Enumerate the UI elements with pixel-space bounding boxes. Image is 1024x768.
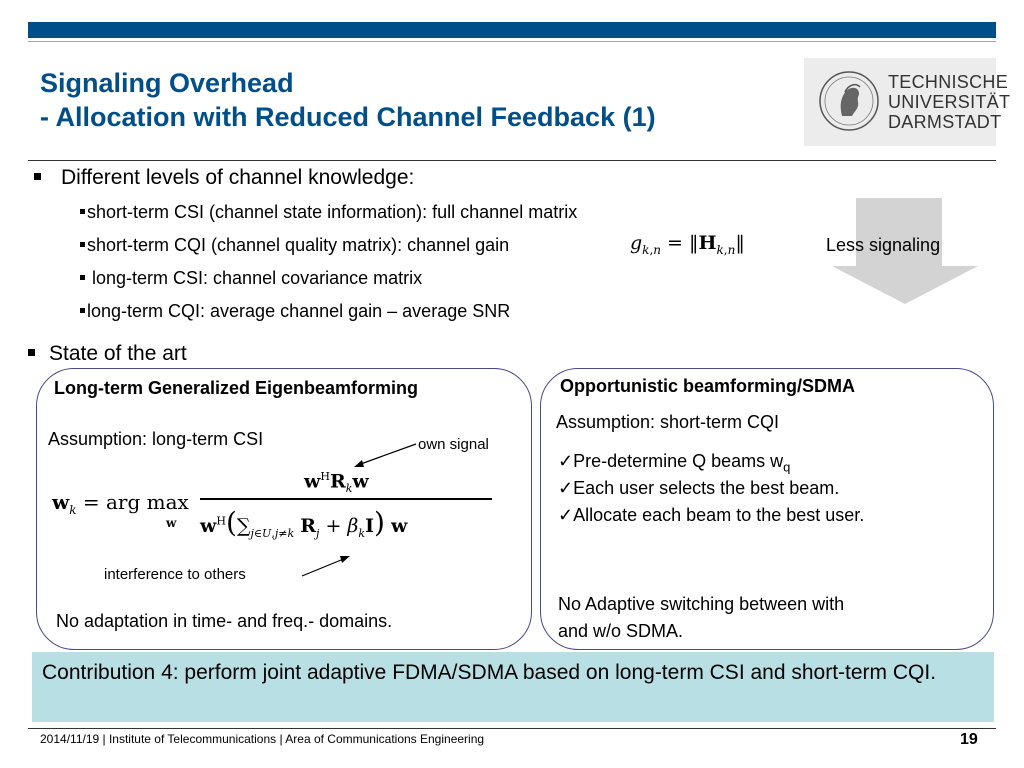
eigenbeamforming-equation: wk = arg max w wHRkw wH(∑j∈U,j≠k Rj + βk… [48,470,500,550]
state-heading: State of the art [49,342,187,365]
levels-bullet: Different levels of channel knowledge: [34,166,414,190]
level-item: long-term CSI: channel covariance matrix [80,268,422,289]
own-signal-label: own signal [418,436,489,453]
down-arrow-icon [832,198,978,304]
right-box-title: Opportunistic beamforming/SDMA [560,376,856,396]
level-item-text: short-term CSI (channel state informatio… [87,202,578,222]
check-item-text: Each user selects the best beam. [573,478,840,498]
square-bullet-icon [28,348,35,356]
footer-rule [28,728,996,729]
interference-label: interference to others [104,566,246,583]
contribution-text: Contribution 4: perform joint adaptive F… [42,661,937,684]
beam-subscript: q [783,459,791,475]
left-assumption: Assumption: long-term CSI [48,429,264,449]
square-bullet-icon [80,208,85,214]
no-adaptation-text: No adaptation in time- and freq.- domain… [56,611,393,631]
levels-heading: Different levels of channel knowledge: [61,166,415,189]
check-icon: ✓ [558,505,574,525]
university-name: TECHNISCHE UNIVERSITÄT DARMSTADT [888,72,1010,132]
footer-info: 2014/11/19 | Institute of Telecommunicat… [40,732,485,746]
check-item-text: Pre-determine Q beams w [573,451,784,471]
contribution-box: Contribution 4: perform joint adaptive F… [32,652,994,722]
check-item: ✓Pre-determine Q beams wq [558,451,790,475]
athena-seal-icon [819,71,879,131]
slide-title-line-1: Signaling Overhead [40,68,294,98]
check-icon: ✓ [558,478,574,498]
check-icon: ✓ [558,451,574,471]
slide-title-line-2: - Allocation with Reduced Channel Feedba… [40,102,656,132]
square-bullet-icon [80,307,85,313]
level-item: long-term CQI: average channel gain – av… [80,301,510,322]
opportunistic-box [540,368,994,650]
slide-title: Signaling Overhead - Allocation with Red… [40,66,656,134]
eigenbeamforming-box [36,368,532,650]
square-bullet-icon [80,241,85,247]
square-bullet-icon [34,172,41,180]
level-item: short-term CQI (channel quality matrix):… [80,235,509,256]
level-item-text: long-term CQI: average channel gain – av… [87,301,511,321]
university-logo: TECHNISCHE UNIVERSITÄT DARMSTADT [804,58,1010,146]
logo-line-2: UNIVERSITÄT [888,92,1011,112]
logo-line-3: DARMSTADT [888,112,1002,132]
interference-arrow-icon [301,556,350,577]
left-box-title: Long-term Generalized Eigenbeamforming [54,378,419,398]
top-brand-bar [28,22,996,38]
logo-line-1: TECHNISCHE [888,72,1009,92]
right-assumption: Assumption: short-term CQI [556,412,780,432]
state-bullet: State of the art [28,342,187,366]
top-divider [28,41,996,42]
level-item-text: long-term CSI: channel covariance matrix [87,268,423,288]
no-adaptive-line-2: and w/o SDMA. [558,621,684,641]
own-signal-arrow-icon [354,443,417,467]
check-item: ✓Each user selects the best beam. [558,478,839,499]
check-item: ✓Allocate each beam to the best user. [558,505,864,526]
header-rule [28,160,996,161]
less-signaling-label: Less signaling [826,235,941,255]
level-item-text: short-term CQI (channel quality matrix):… [87,235,510,255]
page-number: 19 [960,731,978,748]
check-item-text: Allocate each beam to the best user. [573,505,865,525]
square-bullet-icon [80,274,85,280]
channel-gain-formula: gk,n = ‖Hk,n‖ [630,232,745,257]
level-item: short-term CSI (channel state informatio… [80,202,577,223]
no-adaptive-line-1: No Adaptive switching between with [558,594,845,614]
